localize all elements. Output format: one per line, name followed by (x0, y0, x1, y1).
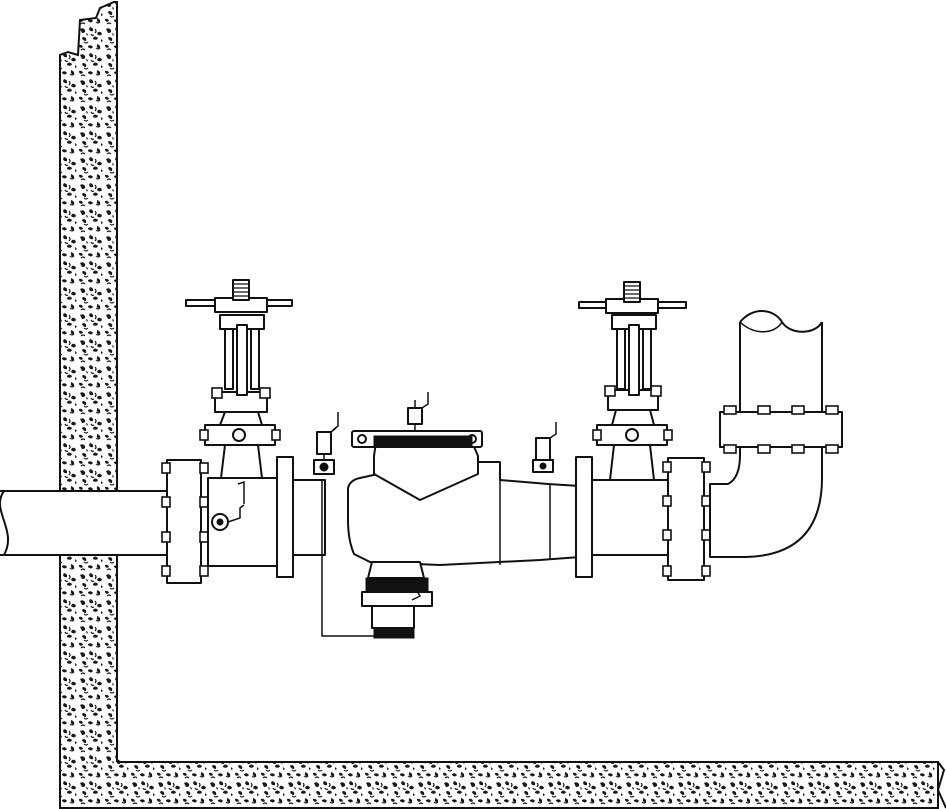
test-cock-2 (532, 422, 557, 473)
outlet-elbow-riser (709, 310, 843, 558)
outlet-valve-stem (623, 281, 641, 303)
outlet-os-y-gate-valve (578, 281, 687, 481)
relief-valve (321, 480, 433, 639)
test-cock-1 (313, 412, 339, 475)
inlet-flange (161, 459, 209, 584)
check-inlet-flange (276, 456, 326, 578)
outlet-flange (662, 457, 711, 581)
concrete-floor (117, 761, 946, 809)
riser-flange (719, 411, 843, 448)
check-outlet-flange (575, 456, 669, 578)
check-valve-body (347, 392, 581, 566)
sensing-line (321, 480, 374, 637)
concrete-wall (59, 1, 939, 809)
inlet-valve-stem (232, 279, 250, 301)
cover-test-cock (407, 407, 423, 425)
inlet-os-y-gate-valve (185, 279, 293, 479)
inlet-pipe (0, 490, 168, 556)
inlet-spool (207, 477, 278, 567)
